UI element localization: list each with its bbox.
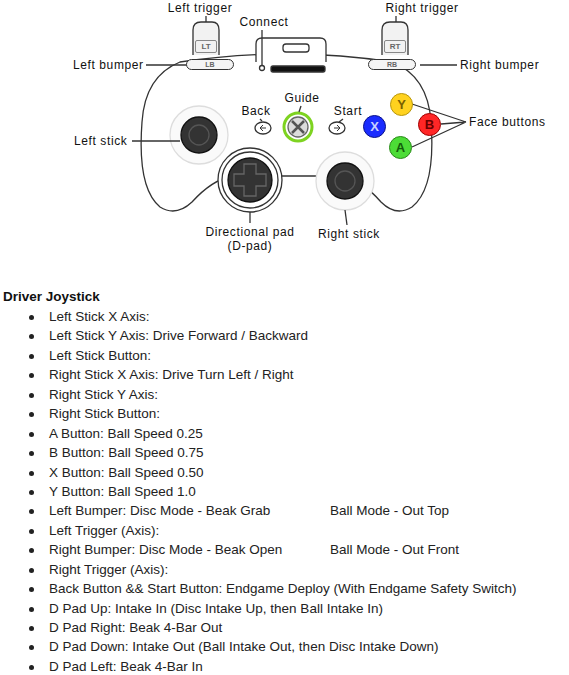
list-item: Left Stick X Axis: (49, 308, 150, 326)
list-item: Left Stick Button: (49, 347, 151, 365)
list-bullet (29, 393, 34, 398)
bumper-button: LB (186, 59, 234, 70)
list-item: Right Bumper: Disc Mode - Beak Open (49, 541, 282, 559)
list-bullet (29, 354, 34, 359)
list-item: X Button: Ball Speed 0.50 (49, 464, 204, 482)
list-item: Right Stick Button: (49, 405, 160, 423)
callout-label: Right trigger (385, 1, 458, 15)
face-button: B (418, 113, 441, 136)
list-item: Left Stick Y Axis: Drive Forward / Backw… (49, 327, 308, 345)
list-item: Right Stick X Axis: Drive Turn Left / Ri… (49, 366, 294, 384)
list-bullet (29, 626, 34, 631)
callout-label: (D-pad) (228, 239, 273, 253)
list-item: B Button: Ball Speed 0.75 (49, 444, 204, 462)
button-letter: B (425, 118, 434, 131)
face-button: X (363, 115, 386, 138)
list-item: Y Button: Ball Speed 1.0 (49, 483, 196, 501)
callout-label: Start (334, 104, 362, 118)
list-bullet (29, 665, 34, 670)
list-item: D Pad Down: Intake Out (Ball Intake Out,… (49, 638, 438, 656)
list-bullet (29, 373, 34, 378)
callout-label: Connect (240, 15, 289, 29)
callout-label: Back (241, 104, 270, 118)
list-item: Ball Mode - Out Top (330, 502, 449, 520)
list-bullet (29, 412, 34, 417)
controller-illustration (0, 0, 569, 260)
list-bullet (29, 587, 34, 592)
list-bullet (29, 451, 34, 456)
button-letter: Y (397, 98, 406, 111)
callout-label: Right bumper (460, 58, 539, 72)
list-bullet (29, 645, 34, 650)
list-bullet (29, 548, 34, 553)
list-bullet (29, 568, 34, 573)
trigger-label: RT (384, 40, 406, 53)
list-bullet (29, 315, 34, 320)
callout-label: Directional pad (205, 225, 294, 239)
list-item: Left Bumper: Disc Mode - Beak Grab (49, 502, 270, 520)
list-item: D Pad Right: Beak 4-Bar Out (49, 619, 222, 637)
callout-label: Guide (284, 91, 319, 105)
callout-label: Left trigger (168, 1, 233, 15)
button-letter: X (370, 120, 379, 133)
list-item: Left Trigger (Axis): (49, 522, 159, 540)
list-item: D Pad Left: Beak 4-Bar In (49, 658, 203, 675)
list-item: Ball Mode - Out Front (330, 541, 459, 559)
list-bullet (29, 529, 34, 534)
list-item: Right Trigger (Axis): (49, 561, 168, 579)
list-bullet (29, 432, 34, 437)
callout-label: Left bumper (73, 58, 144, 72)
list-item: Right Stick Y Axis: (49, 386, 158, 404)
list-bullet (29, 471, 34, 476)
callout-label: Face buttons (469, 115, 546, 129)
list-bullet (29, 490, 34, 495)
face-button: Y (390, 93, 413, 116)
list-bullet (29, 509, 34, 514)
button-letter: A (396, 141, 405, 154)
trigger-label: LT (195, 40, 217, 53)
section-heading: Driver Joystick (3, 288, 100, 306)
button-letter: RB (387, 61, 397, 68)
callout-label: Right stick (318, 227, 380, 241)
callout-label: Left stick (74, 134, 127, 148)
bumper-button: RB (368, 59, 416, 70)
button-letter: LB (205, 61, 214, 68)
button-letter: RT (390, 43, 401, 51)
list-item: D Pad Up: Intake In (Disc Intake Up, the… (49, 600, 383, 618)
button-letter: LT (201, 43, 210, 51)
list-bullet (29, 607, 34, 612)
list-item: A Button: Ball Speed 0.25 (49, 425, 203, 443)
list-item: Back Button && Start Button: Endgame Dep… (49, 580, 516, 598)
list-bullet (29, 334, 34, 339)
face-button: A (389, 136, 412, 159)
